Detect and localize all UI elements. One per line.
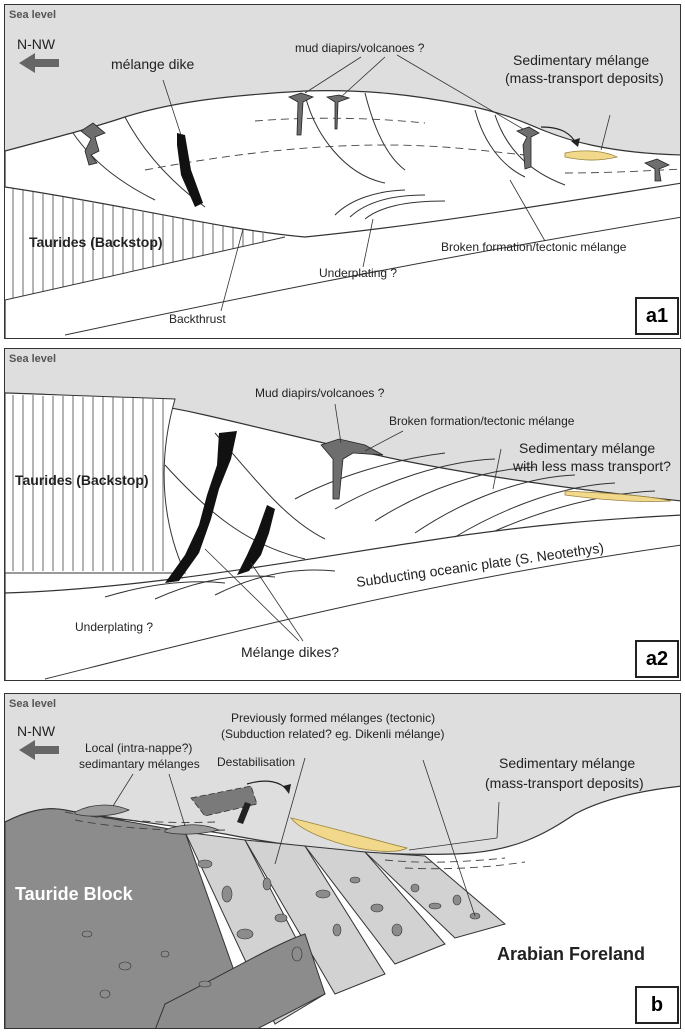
direction-label: N-NW	[17, 723, 56, 739]
melange-dike-1	[165, 431, 237, 583]
panel-b-diagram: Sea level N-NW Local (intra-nappe?) sedi…	[5, 694, 680, 1028]
underplating-label: Underplating ?	[319, 266, 397, 280]
mud-diapirs-label: mud diapirs/volcanoes ?	[295, 41, 425, 55]
panel-a2-diagram: Sea level Mud diapirs/volcanoes ? Broken…	[5, 349, 680, 680]
melange-dike-label: mélange dike	[111, 56, 194, 72]
sea-level-label: Sea level	[9, 9, 56, 21]
backthrust-label: Backthrust	[169, 312, 226, 326]
melange-clasts	[81, 859, 481, 999]
sed-melange-label-2: (mass-transport deposits)	[505, 70, 664, 86]
mud-diapirs	[80, 92, 670, 182]
backstop-hatch	[12, 188, 264, 298]
sed-melange-label-2: (mass-transport deposits)	[485, 775, 644, 791]
local-melange-2	[164, 824, 221, 835]
direction-label: N-NW	[17, 36, 56, 52]
panel-tag-b: b	[635, 986, 679, 1024]
sedimentary-melange-deposit	[564, 150, 619, 161]
local-melange-label-2: sedimantary mélanges	[79, 757, 200, 771]
mud-diapir	[320, 438, 384, 500]
uplift-arrow	[237, 802, 251, 824]
destabilisation-label: Destabilisation	[217, 755, 295, 769]
panel-tag-a2: a2	[635, 640, 679, 678]
sedimentary-melange-deposit	[290, 817, 409, 852]
leader-lines	[204, 403, 502, 642]
plate-bottom	[44, 544, 680, 680]
sedimentary-melange-deposit	[564, 490, 672, 502]
panel-a1-diagram: Sea level N-NW mélange dike mud diapirs/…	[5, 5, 680, 338]
broken-formation-label: Broken formation/tectonic mélange	[389, 414, 575, 428]
melange-dikes-label: Mélange dikes?	[241, 644, 339, 660]
tauride-block-label: Tauride Block	[15, 884, 134, 904]
direction-arrow	[19, 53, 59, 73]
sed-melange-label-1: Sedimentary mélange	[519, 440, 655, 456]
transport-arrow-head	[571, 138, 580, 147]
panel-a2: Sea level Mud diapirs/volcanoes ? Broken…	[4, 348, 681, 681]
taurides-label: Taurides (Backstop)	[29, 234, 163, 250]
direction-arrow	[19, 740, 59, 760]
plate-bottom	[64, 216, 680, 336]
basal-slab	[155, 933, 326, 1028]
sea-level-label: Sea level	[9, 698, 56, 710]
panel-a1: Sea level N-NW mélange dike mud diapirs/…	[4, 4, 681, 339]
melange-dike-2	[237, 505, 275, 575]
destabilised-block	[190, 785, 258, 817]
sed-melange-label-2: with less mass transport?	[512, 458, 671, 474]
underplating-label: Underplating ?	[75, 620, 153, 634]
broken-formation-label: Broken formation/tectonic mélange	[441, 240, 627, 254]
plate-top	[5, 182, 680, 238]
backstop	[5, 187, 285, 300]
taurides-label: Taurides (Backstop)	[15, 472, 149, 488]
leader-lines	[112, 757, 500, 917]
sed-melange-label-1: Sedimentary mélange	[499, 755, 635, 771]
accretionary-wedge	[5, 90, 680, 338]
leader-lines	[162, 54, 611, 312]
arabian-foreland-label: Arabian Foreland	[497, 944, 645, 964]
thrust-slices	[104, 432, 656, 600]
sed-melange-label-1: Sedimentary mélange	[513, 52, 649, 68]
sea-level-label: Sea level	[9, 353, 56, 365]
destabilisation-arrow-head	[283, 784, 291, 794]
panel-b: Sea level N-NW Local (intra-nappe?) sedi…	[4, 693, 681, 1029]
mud-diapirs-label: Mud diapirs/volcanoes ?	[255, 386, 385, 400]
panel-tag-a1: a1	[635, 297, 679, 335]
local-melange-1	[74, 804, 131, 817]
backstop-hatch	[12, 395, 164, 571]
plate-top	[5, 514, 680, 594]
previous-melanges-label-2: (Subduction related? eg. Dikenli mélange…	[221, 727, 444, 741]
melange-dike	[177, 133, 203, 207]
local-melange-label-1: Local (intra-nappe?)	[85, 741, 192, 755]
previous-melanges-label-1: Previously formed mélanges (tectonic)	[231, 711, 435, 725]
